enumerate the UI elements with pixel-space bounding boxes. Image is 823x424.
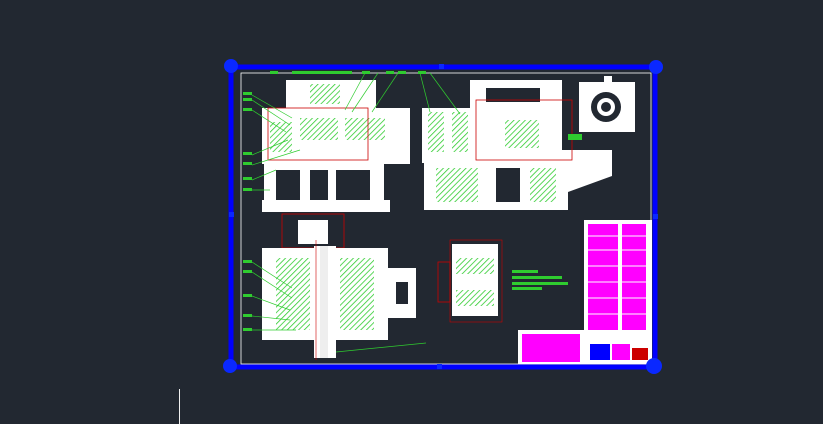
grip-bottom-right bbox=[646, 358, 662, 374]
grip-left-mid bbox=[229, 212, 234, 217]
detail-bearing-view[interactable] bbox=[437, 239, 503, 323]
small-flange-view[interactable] bbox=[579, 76, 635, 132]
balloon-markers bbox=[243, 71, 426, 331]
grip-right-mid bbox=[653, 214, 658, 219]
lower-spindle-view[interactable] bbox=[262, 213, 427, 360]
annotation-note[interactable] bbox=[512, 270, 568, 290]
leader-lines bbox=[251, 72, 461, 331]
crosshair-cursor-line bbox=[179, 389, 180, 424]
grip-bottom-left bbox=[223, 359, 237, 373]
drawing-title-block[interactable] bbox=[518, 330, 652, 364]
main-gearbox-view[interactable] bbox=[262, 80, 410, 212]
sheet-border-inner bbox=[240, 72, 652, 365]
section-view[interactable] bbox=[422, 80, 612, 210]
grip-top-right bbox=[649, 60, 663, 74]
grip-top-left bbox=[224, 59, 238, 73]
selection-grips[interactable] bbox=[223, 59, 663, 374]
grip-top-mid bbox=[439, 64, 444, 69]
grip-bottom-mid bbox=[437, 364, 442, 369]
